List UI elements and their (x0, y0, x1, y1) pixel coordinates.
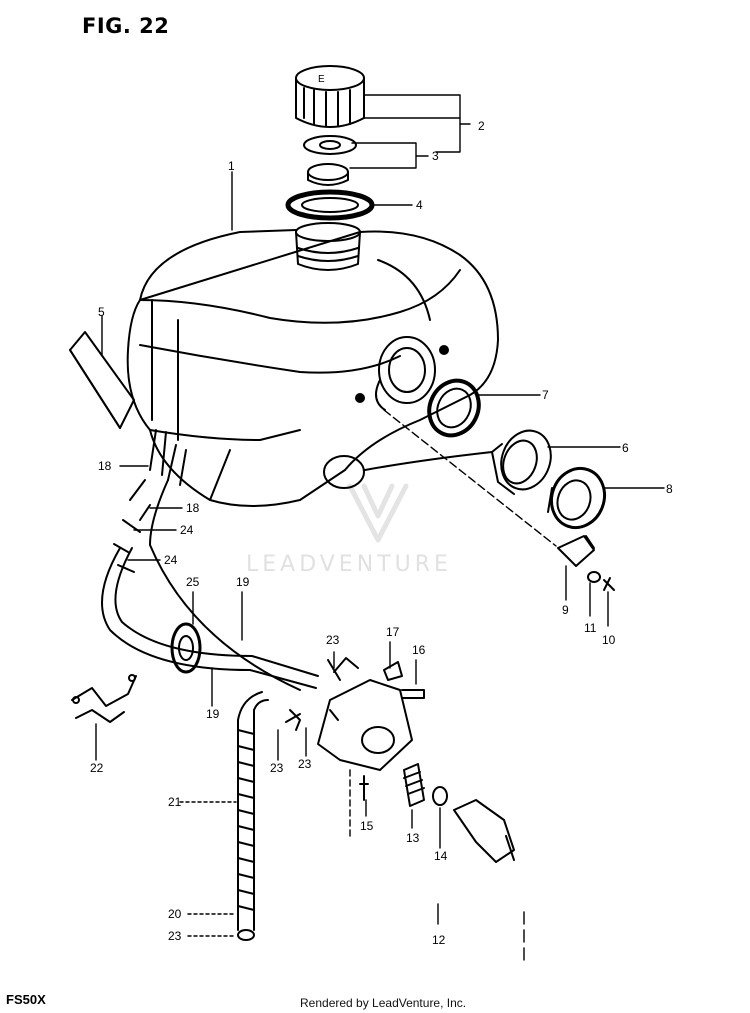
callout-7: 7 (542, 388, 549, 402)
fuel-hose (101, 479, 319, 691)
callout-25: 25 (186, 575, 200, 589)
callout-19-a: 19 (236, 575, 250, 589)
callout-8: 8 (666, 482, 673, 496)
callout-5: 5 (98, 305, 105, 319)
callout-4: 4 (416, 198, 423, 212)
callout-20: 20 (168, 907, 182, 921)
callout-24-b: 24 (164, 553, 178, 567)
hose-clip (71, 674, 137, 723)
model-code: FS50X (6, 992, 46, 1007)
gauge-cover (547, 466, 606, 530)
grommet (170, 622, 202, 674)
figure-title: FIG. 22 (82, 14, 170, 38)
watermark-text: LEADVENTURE (246, 552, 452, 577)
o-ring (427, 378, 481, 438)
callout-12: 12 (432, 933, 446, 947)
callout-23-a: 23 (326, 633, 340, 647)
callout-22: 22 (90, 761, 104, 775)
warning-label (69, 331, 135, 429)
callout-23-d: 23 (168, 929, 182, 943)
callout-19-b: 19 (206, 707, 220, 721)
callout-24-a: 24 (180, 523, 194, 537)
fuel-tank (126, 229, 499, 507)
callout-10: 10 (602, 633, 616, 647)
vent-hose (237, 691, 269, 941)
mounting-bracket (557, 535, 615, 591)
callout-18-b: 18 (186, 501, 200, 515)
fuel-cock (285, 657, 515, 863)
callout-numbers: 1 2 3 4 5 6 7 8 9 10 11 12 13 14 15 16 1… (90, 119, 673, 947)
callout-21: 21 (168, 795, 182, 809)
callout-3: 3 (432, 149, 439, 163)
callout-23-c: 23 (298, 757, 312, 771)
leader-lines (95, 94, 665, 963)
cap-seal (303, 135, 357, 186)
callout-16: 16 (412, 643, 426, 657)
leadventure-logo-icon (347, 483, 409, 543)
filler-gasket (285, 189, 375, 221)
callout-13: 13 (406, 831, 420, 845)
filler-neck (295, 222, 361, 271)
callout-23-b: 23 (270, 761, 284, 775)
callout-17: 17 (386, 625, 400, 639)
callout-15: 15 (360, 819, 374, 833)
callout-1: 1 (228, 159, 235, 173)
callout-2: 2 (478, 119, 485, 133)
callout-18-a: 18 (98, 459, 112, 473)
callout-11: 11 (584, 621, 597, 635)
footer-credit: Rendered by LeadVenture, Inc. (300, 996, 467, 1010)
callout-6: 6 (622, 441, 629, 455)
fuel-gauge (323, 429, 552, 495)
callout-14: 14 (434, 849, 448, 863)
fuel-cap: E (295, 65, 365, 128)
svg-text:E: E (318, 74, 325, 85)
callout-9: 9 (562, 603, 569, 617)
